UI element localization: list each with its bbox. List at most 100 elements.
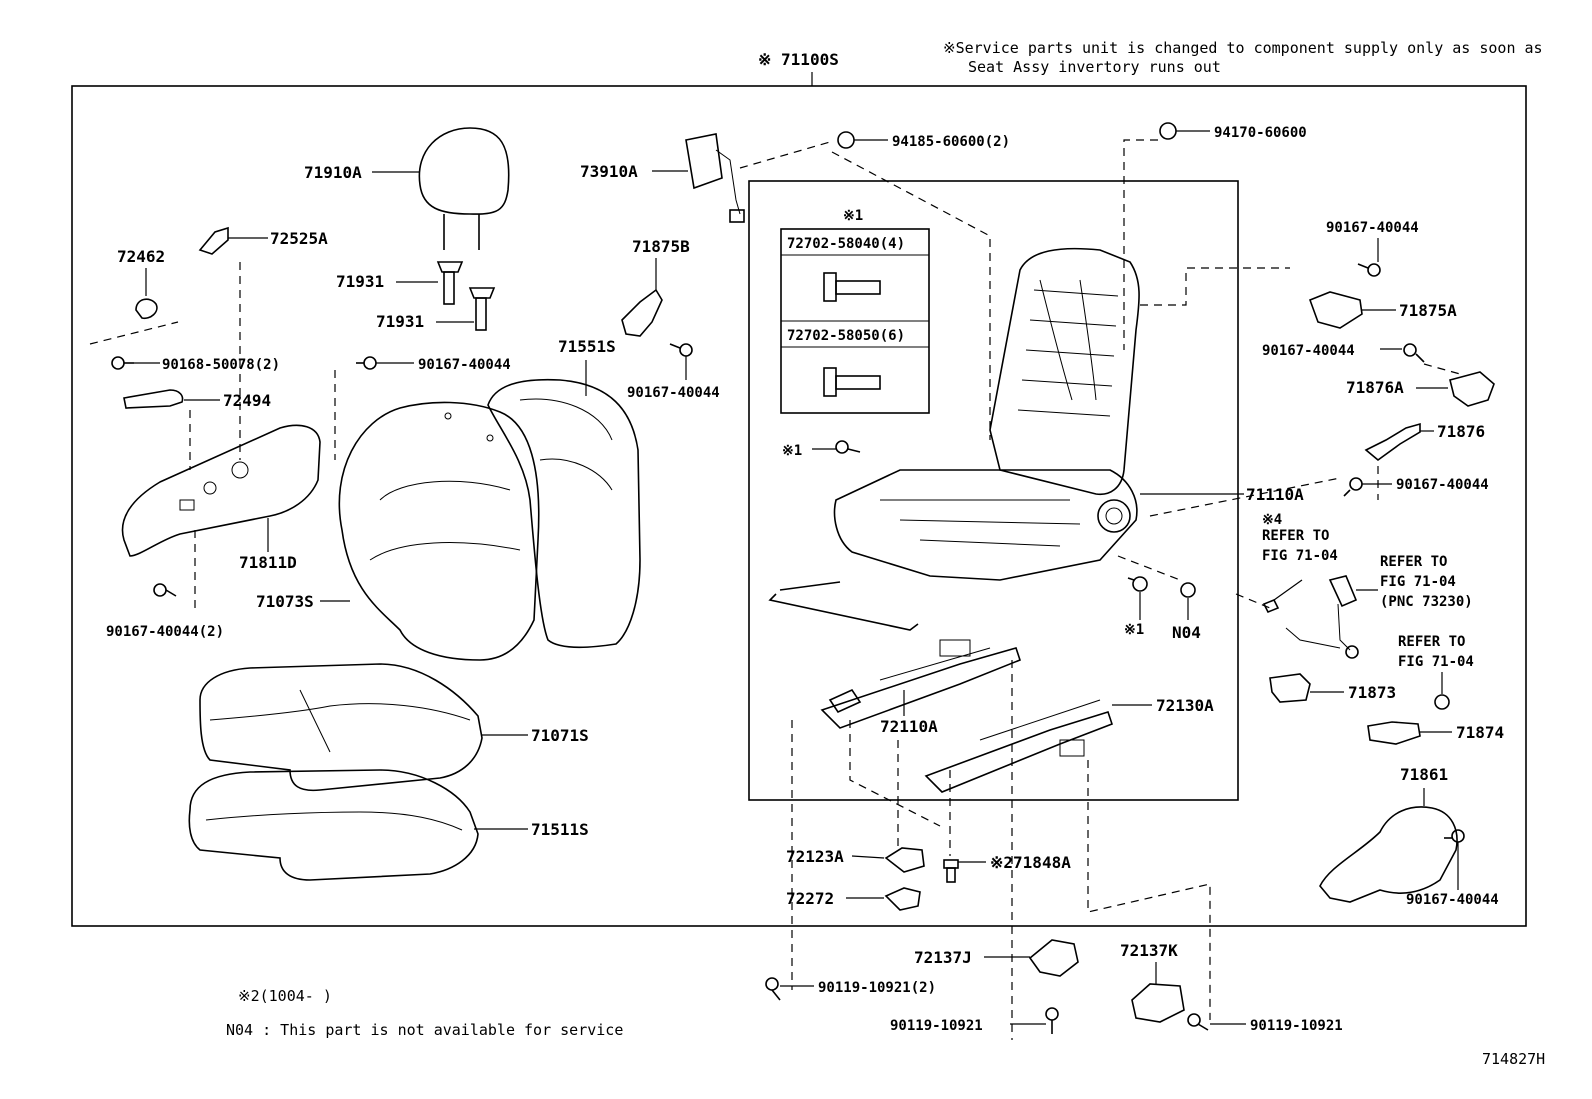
- label-72137K: 72137K: [1120, 941, 1178, 960]
- label-90119-b: 90119-10921: [890, 1018, 983, 1034]
- bracket-71873-icon: [1269, 673, 1311, 703]
- label-90167-e: 90167-40044: [1262, 343, 1355, 359]
- cover-71875B-icon: [621, 288, 663, 337]
- label-71848A: ※271848A: [990, 853, 1071, 872]
- label-x1-bolt: ※1: [782, 443, 802, 459]
- pin-71848A-icon: [943, 859, 959, 883]
- side-cover-71811D-icon: [121, 424, 321, 557]
- label-90168-50078: 90168-50078(2): [162, 357, 280, 373]
- label-71875B: 71875B: [632, 237, 690, 256]
- clip-72525A-icon: [198, 226, 229, 255]
- label-71551S: 71551S: [558, 337, 616, 356]
- cover-71876A-icon: [1449, 371, 1495, 407]
- bracket-72272-icon: [884, 887, 921, 911]
- label-71876: 71876: [1437, 422, 1485, 441]
- seat-cushion-cover-71071S-icon: [199, 663, 483, 792]
- seat-frame-71110A-icon: [768, 247, 1140, 631]
- label-72130A: 72130A: [1156, 696, 1214, 715]
- figure-code: 714827H: [1482, 1050, 1545, 1068]
- cover-72137K-icon: [1131, 983, 1185, 1023]
- label-94170-60600: 94170-60600: [1214, 125, 1307, 141]
- label-N04: N04: [1172, 623, 1201, 642]
- seat-track-72130A-icon: [924, 699, 1114, 793]
- label-94185-60600: 94185-60600(2): [892, 134, 1010, 150]
- bolt-90119-b-icon: [1045, 1007, 1059, 1034]
- frame-assembly-outline: [748, 180, 1239, 801]
- nut-ref3-icon: [1434, 694, 1450, 710]
- label-73910A: 73910A: [580, 162, 638, 181]
- screw-90167-d-icon: [1357, 263, 1381, 277]
- screw-90167-c-icon: [669, 343, 693, 357]
- bolt-72702-58050-icon: [823, 367, 881, 397]
- nut-94170-icon: [1159, 122, 1177, 140]
- seatback-cover-71073S-icon: [338, 401, 540, 661]
- label-x4: ※4: [1262, 512, 1282, 528]
- service-note-line1: ※Service parts unit is changed to compon…: [943, 39, 1543, 57]
- bracket-71874-icon: [1367, 721, 1421, 745]
- label-72123A: 72123A: [786, 847, 844, 866]
- label-71876A: 71876A: [1346, 378, 1404, 397]
- ref3-line1: REFER TO: [1398, 634, 1465, 650]
- footnote-n04: N04 : This part is not available for ser…: [226, 1021, 623, 1039]
- ref2-line1: REFER TO: [1380, 554, 1447, 570]
- label-72137J: 72137J: [914, 948, 972, 967]
- label-90119-c: 90119-10921: [1250, 1018, 1343, 1034]
- label-90167-f: 90167-40044: [1396, 477, 1489, 493]
- lever-72494-icon: [123, 389, 184, 409]
- assembly-outline: [71, 85, 1527, 927]
- label-90167-g: 90167-40044: [1406, 892, 1499, 908]
- cover-71861-icon: [1319, 806, 1458, 903]
- cover-72137J-icon: [1028, 939, 1079, 977]
- label-72494: 72494: [223, 391, 271, 410]
- screw-90167-f-icon: [1343, 477, 1363, 497]
- ref2-line2: FIG 71-04: [1380, 574, 1456, 590]
- nut-94185-icon: [837, 131, 855, 149]
- knob-72462-icon: [135, 298, 158, 320]
- bolt-inset: ※1 72702-58040(4) 72702-58050(6): [780, 208, 930, 414]
- label-90167-c: 90167-40044: [627, 385, 720, 401]
- label-72272: 72272: [786, 889, 834, 908]
- bolt-x1-icon: [835, 440, 861, 454]
- cover-71876-icon: [1364, 422, 1421, 462]
- label-90167-a: 90167-40044: [418, 357, 511, 373]
- screw-90168-icon: [111, 356, 134, 370]
- label-72462: 72462: [117, 247, 165, 266]
- service-note-line2: Seat Assy invertory runs out: [968, 58, 1221, 76]
- seat-cushion-pad-71511S-icon: [188, 769, 479, 881]
- assy-number-label: ※ 71100S: [758, 50, 839, 69]
- inset-row1-label: 72702-58040(4): [787, 236, 905, 252]
- label-71874: 71874: [1456, 723, 1504, 742]
- label-72110A: 72110A: [880, 717, 938, 736]
- label-71811D: 71811D: [239, 553, 297, 572]
- inset-row2-label: 72702-58050(6): [787, 328, 905, 344]
- screw-90167-e-icon: [1403, 343, 1425, 363]
- label-90167-b: 90167-40044(2): [106, 624, 224, 640]
- ref2-line3: (PNC 73230): [1380, 594, 1473, 610]
- label-90167-d: 90167-40044: [1326, 220, 1419, 236]
- label-71931-upper: 71931: [336, 272, 384, 291]
- guide-71931-icon: [436, 261, 496, 331]
- ref1-line2: FIG 71-04: [1262, 548, 1338, 564]
- bracket-72123A-icon: [884, 847, 925, 873]
- label-71875A: 71875A: [1399, 301, 1457, 320]
- label-71511S: 71511S: [531, 820, 589, 839]
- seatbelt-buckle-icon: [1262, 575, 1359, 659]
- label-72525A: 72525A: [270, 229, 328, 248]
- label-71910A: 71910A: [304, 163, 362, 182]
- label-71073S: 71073S: [256, 592, 314, 611]
- nut-N04-icon: [1180, 582, 1196, 598]
- ref3-line2: FIG 71-04: [1398, 654, 1474, 670]
- label-71931-lower: 71931: [376, 312, 424, 331]
- footnote-mark2: ※2(1004- ): [238, 987, 332, 1005]
- label-71071S: 71071S: [531, 726, 589, 745]
- inset-mark: ※1: [843, 208, 863, 224]
- screw-90167-g-icon: [1444, 829, 1465, 843]
- label-90119-a: 90119-10921(2): [818, 980, 936, 996]
- seatback-pad-71551S-icon: [487, 378, 641, 649]
- airbag-module-73910A-icon: [685, 133, 745, 223]
- cover-71875A-icon: [1308, 291, 1363, 329]
- bolt-90119-c-icon: [1187, 1013, 1209, 1031]
- label-71873: 71873: [1348, 683, 1396, 702]
- screw-90167-b-icon: [153, 583, 177, 597]
